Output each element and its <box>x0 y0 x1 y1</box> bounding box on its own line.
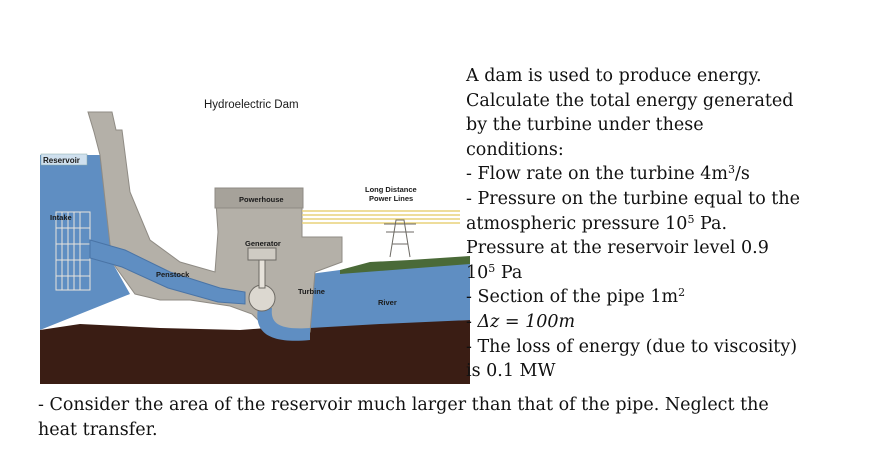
footer-line: heat transfer. <box>38 419 158 440</box>
problem-line: is 0.1 MW <box>466 361 556 382</box>
powerhouse-block <box>214 187 304 209</box>
ground <box>40 320 470 384</box>
label-generator: Generator <box>245 239 281 248</box>
hydroelectric-dam-diagram: Hydroelectric Dam Reservoir Intake Penst… <box>40 99 470 384</box>
pipe-section-line: - Section of the pipe 1m2 <box>466 286 686 308</box>
turbine-pressure-line: atmospheric pressure 105 Pa. <box>466 212 728 234</box>
flow-rate-line: - Flow rate on the turbine 4m3/s <box>466 163 750 185</box>
problem-line: - The loss of energy (due to viscosity) <box>466 336 798 357</box>
label-turbine: Turbine <box>298 287 325 296</box>
problem-statement: A dam is used to produce energy. Calcula… <box>466 64 861 384</box>
delta-z-line: - Δz = 100m <box>466 311 576 332</box>
diagram-title: Hydroelectric Dam <box>204 99 299 111</box>
label-river: River <box>378 298 397 307</box>
problem-line: A dam is used to produce energy. <box>466 66 762 86</box>
far-shore <box>340 256 470 274</box>
intake-grid <box>55 211 91 291</box>
problem-line: Pressure at the reservoir level 0.9 <box>466 238 769 259</box>
footer-line: - Consider the area of the reservoir muc… <box>38 395 769 415</box>
problem-line: Calculate the total energy generated <box>466 90 794 111</box>
label-power-lines-1: Long Distance <box>365 185 417 194</box>
label-powerhouse: Powerhouse <box>239 195 284 204</box>
reservoir-pressure-line: 105 Pa <box>466 261 523 283</box>
problem-line: by the turbine under these <box>466 115 704 136</box>
generator-box <box>247 247 277 261</box>
penstock-pipe <box>89 239 246 305</box>
label-reservoir: Reservoir <box>43 156 80 165</box>
footer-note: - Consider the area of the reservoir muc… <box>38 393 858 442</box>
power-tower <box>384 219 416 258</box>
outflow-pipe <box>257 308 310 341</box>
power-lines <box>302 210 460 224</box>
label-power-lines-2: Power Lines <box>369 194 413 203</box>
problem-line: conditions: <box>466 139 564 160</box>
problem-line: - Pressure on the turbine equal to the <box>466 188 800 209</box>
turbine-wheel <box>248 284 276 312</box>
river-water <box>310 262 470 328</box>
label-penstock: Penstock <box>156 270 190 279</box>
label-intake: Intake <box>50 213 72 222</box>
turbine-shaft <box>258 257 266 289</box>
